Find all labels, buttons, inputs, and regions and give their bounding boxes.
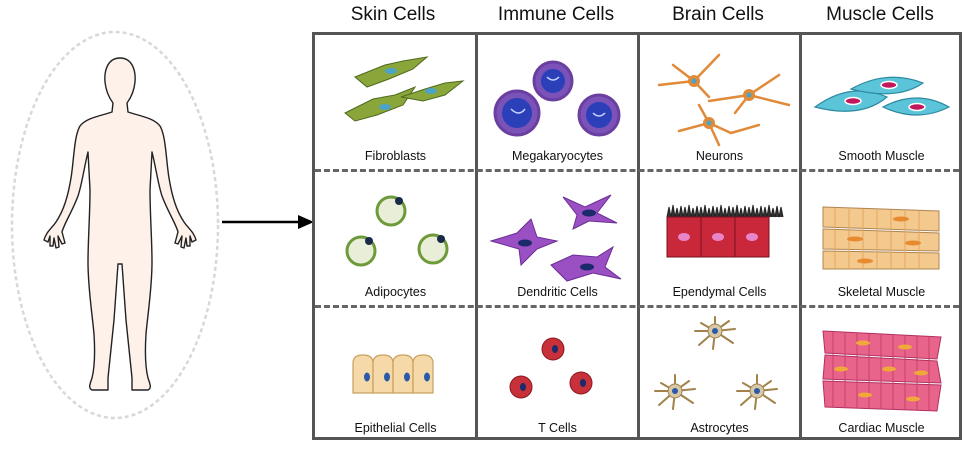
skeletal-muscle-illustration [822,206,940,270]
dendritic-cell-illustration [489,194,622,282]
column-header-brain: Brain Cells [672,4,764,25]
cell-label: Astrocytes [690,421,749,435]
human-body-illustration [10,30,220,420]
cell-skeletal-muscle: Skeletal Muscle [801,171,962,305]
cell-label: Megakaryocytes [511,149,603,163]
cell-label: Neurons [695,149,744,163]
grid-divider [637,35,640,437]
row-divider [315,169,959,172]
body-outline-ellipse [10,30,220,420]
grid-divider [475,35,478,437]
cell-label: Cardiac Muscle [838,421,925,435]
row-divider [315,305,959,308]
cell-adipocytes: Adipocytes [315,171,476,305]
cell-t-cells: T Cells [477,307,638,441]
human-silhouette [43,57,197,391]
neuron-illustration [657,53,791,147]
cell-label: Dendritic Cells [517,285,598,299]
cell-label: Epithelial Cells [354,421,437,435]
cell-label: Skeletal Muscle [837,285,926,299]
fibroblast-illustration [344,56,465,122]
column-header-skin: Skin Cells [350,4,436,25]
column-header-immune: Immune Cells [497,4,615,25]
cell-label: T Cells [538,421,577,435]
cell-epithelial-cells: Epithelial Cells [315,307,476,441]
cell-fibroblasts: Fibroblasts [315,35,476,169]
grid-divider [799,35,802,437]
cell-ependymal-cells: Ependymal Cells [639,171,800,305]
astrocyte-illustration [654,316,778,410]
t-cell-illustration [509,337,593,399]
smooth-muscle-illustration [813,76,951,116]
cell-neurons: Neurons [639,35,800,169]
cell-smooth-muscle: Smooth Muscle [801,35,962,169]
arrow-icon [222,215,314,229]
cardiac-muscle-illustration [822,330,942,412]
cell-type-grid: Fibroblasts Megakaryocytes [312,32,962,440]
epithelial-cell-illustration [352,354,434,394]
megakaryocyte-illustration [493,60,621,137]
cell-label: Fibroblasts [364,149,427,163]
cell-label: Adipocytes [364,285,427,299]
cell-label: Smooth Muscle [838,149,925,163]
cell-astrocytes: Astrocytes [639,307,800,441]
cell-megakaryocytes: Megakaryocytes [477,35,638,169]
column-header-muscle: Muscle Cells [826,4,934,25]
cell-cardiac-muscle: Cardiac Muscle [801,307,962,441]
adipocyte-illustration [345,195,449,267]
ependymal-cell-illustration [666,204,784,258]
cell-label: Ependymal Cells [672,285,767,299]
cell-dendritic-cells: Dendritic Cells [477,171,638,305]
